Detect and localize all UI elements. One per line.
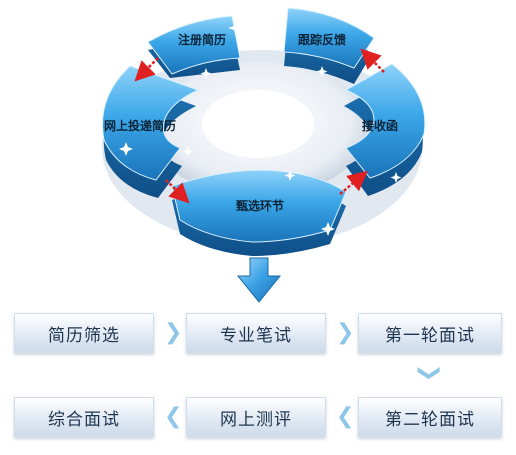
segment-screening <box>171 169 347 256</box>
step-second-interview: 第二轮面试 <box>358 397 502 437</box>
step-resume-screening: 简历筛选 <box>14 313 154 353</box>
red-arrows <box>134 48 385 204</box>
step-online-test: 网上测评 <box>186 397 326 437</box>
label-track-feedback: 跟踪反馈 <box>298 32 346 47</box>
chevron-left-icon: ❮ <box>164 404 183 429</box>
label-post-resume: 网上投递简历 <box>104 118 176 133</box>
cycle-diagram: 注册简历 跟踪反馈 网上投递简历 接收函 甄选环节 <box>101 7 426 256</box>
chevron-down-icon: ❯ <box>417 363 443 383</box>
chevron-right-icon: ❯ <box>336 320 355 345</box>
chevron-right-icon: ❯ <box>164 320 183 345</box>
step-written-test: 专业笔试 <box>186 313 326 353</box>
down-arrow-icon <box>236 257 282 303</box>
label-screening: 甄选环节 <box>236 198 284 213</box>
arrow-screening-to-receive <box>339 170 368 195</box>
hub-center <box>202 90 314 158</box>
step-first-interview: 第一轮面试 <box>358 313 502 353</box>
segment-register-resume <box>147 15 241 78</box>
label-register-resume: 注册简历 <box>178 32 226 47</box>
segment-receive-letter <box>344 63 426 196</box>
label-receive-letter: 接收函 <box>362 118 398 133</box>
chevron-left-icon: ❮ <box>336 404 355 429</box>
step-final-interview: 综合面试 <box>14 397 154 437</box>
sparkle-decorations <box>119 20 402 236</box>
